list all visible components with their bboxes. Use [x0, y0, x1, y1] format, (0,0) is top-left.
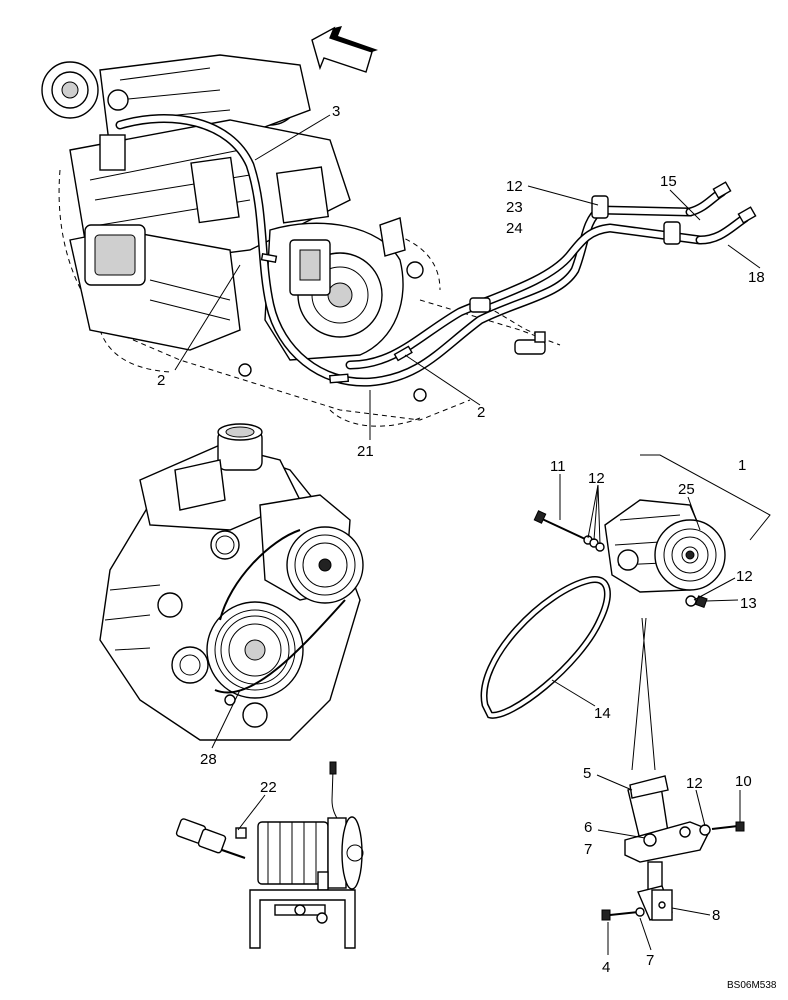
- hose-fittings: [260, 181, 757, 384]
- callout-4: 4: [602, 959, 610, 976]
- callout-21: 21: [357, 443, 374, 460]
- callout-18: 18: [748, 269, 765, 286]
- callout-12-bracket: 12: [686, 775, 703, 792]
- ac-hose-assembly-21: [115, 114, 695, 387]
- callout-10: 10: [735, 773, 752, 790]
- callout-15: 15: [660, 173, 677, 190]
- callout-11: 11: [550, 458, 566, 475]
- callout-12-compressor: 12: [588, 470, 605, 487]
- callout-12-nut: 12: [736, 568, 753, 585]
- callout-2-left: 2: [157, 372, 165, 389]
- callout-22: 22: [260, 779, 277, 796]
- callout-5: 5: [583, 765, 591, 782]
- engine-assembly-top: [41, 54, 561, 427]
- compressor-side-view: [175, 761, 364, 949]
- callout-13: 13: [740, 595, 757, 612]
- callout-2-right: 2: [477, 404, 485, 421]
- callout-28: 28: [200, 751, 217, 768]
- callout-14: 14: [594, 705, 611, 722]
- callout-23: 23: [506, 199, 523, 216]
- compressor-mount-bracket: [601, 775, 745, 921]
- ac-hose-assembly-18: [345, 187, 750, 370]
- callout-12: 12: [506, 178, 523, 195]
- leader-lines: [174, 114, 761, 955]
- callout-24: 24: [506, 220, 523, 237]
- drive-belt-14: [480, 576, 611, 719]
- callout-7-upper: 7: [584, 841, 592, 858]
- engine-assembly-belt-drive: [99, 423, 364, 741]
- front-direction-arrow-icon: [311, 26, 378, 73]
- callout-7-lower: 7: [646, 952, 654, 969]
- callout-1: 1: [738, 457, 746, 474]
- callout-8: 8: [712, 907, 720, 924]
- callout-labels: 3 12 23 24 15 18 2 2 21 11 12 1 25 12 13…: [157, 103, 777, 991]
- callout-3: 3: [332, 103, 340, 120]
- reference-code: BS06M538: [727, 980, 777, 991]
- compressor-assembly-1: [533, 454, 771, 771]
- callout-6: 6: [584, 819, 592, 836]
- callout-25: 25: [678, 481, 695, 498]
